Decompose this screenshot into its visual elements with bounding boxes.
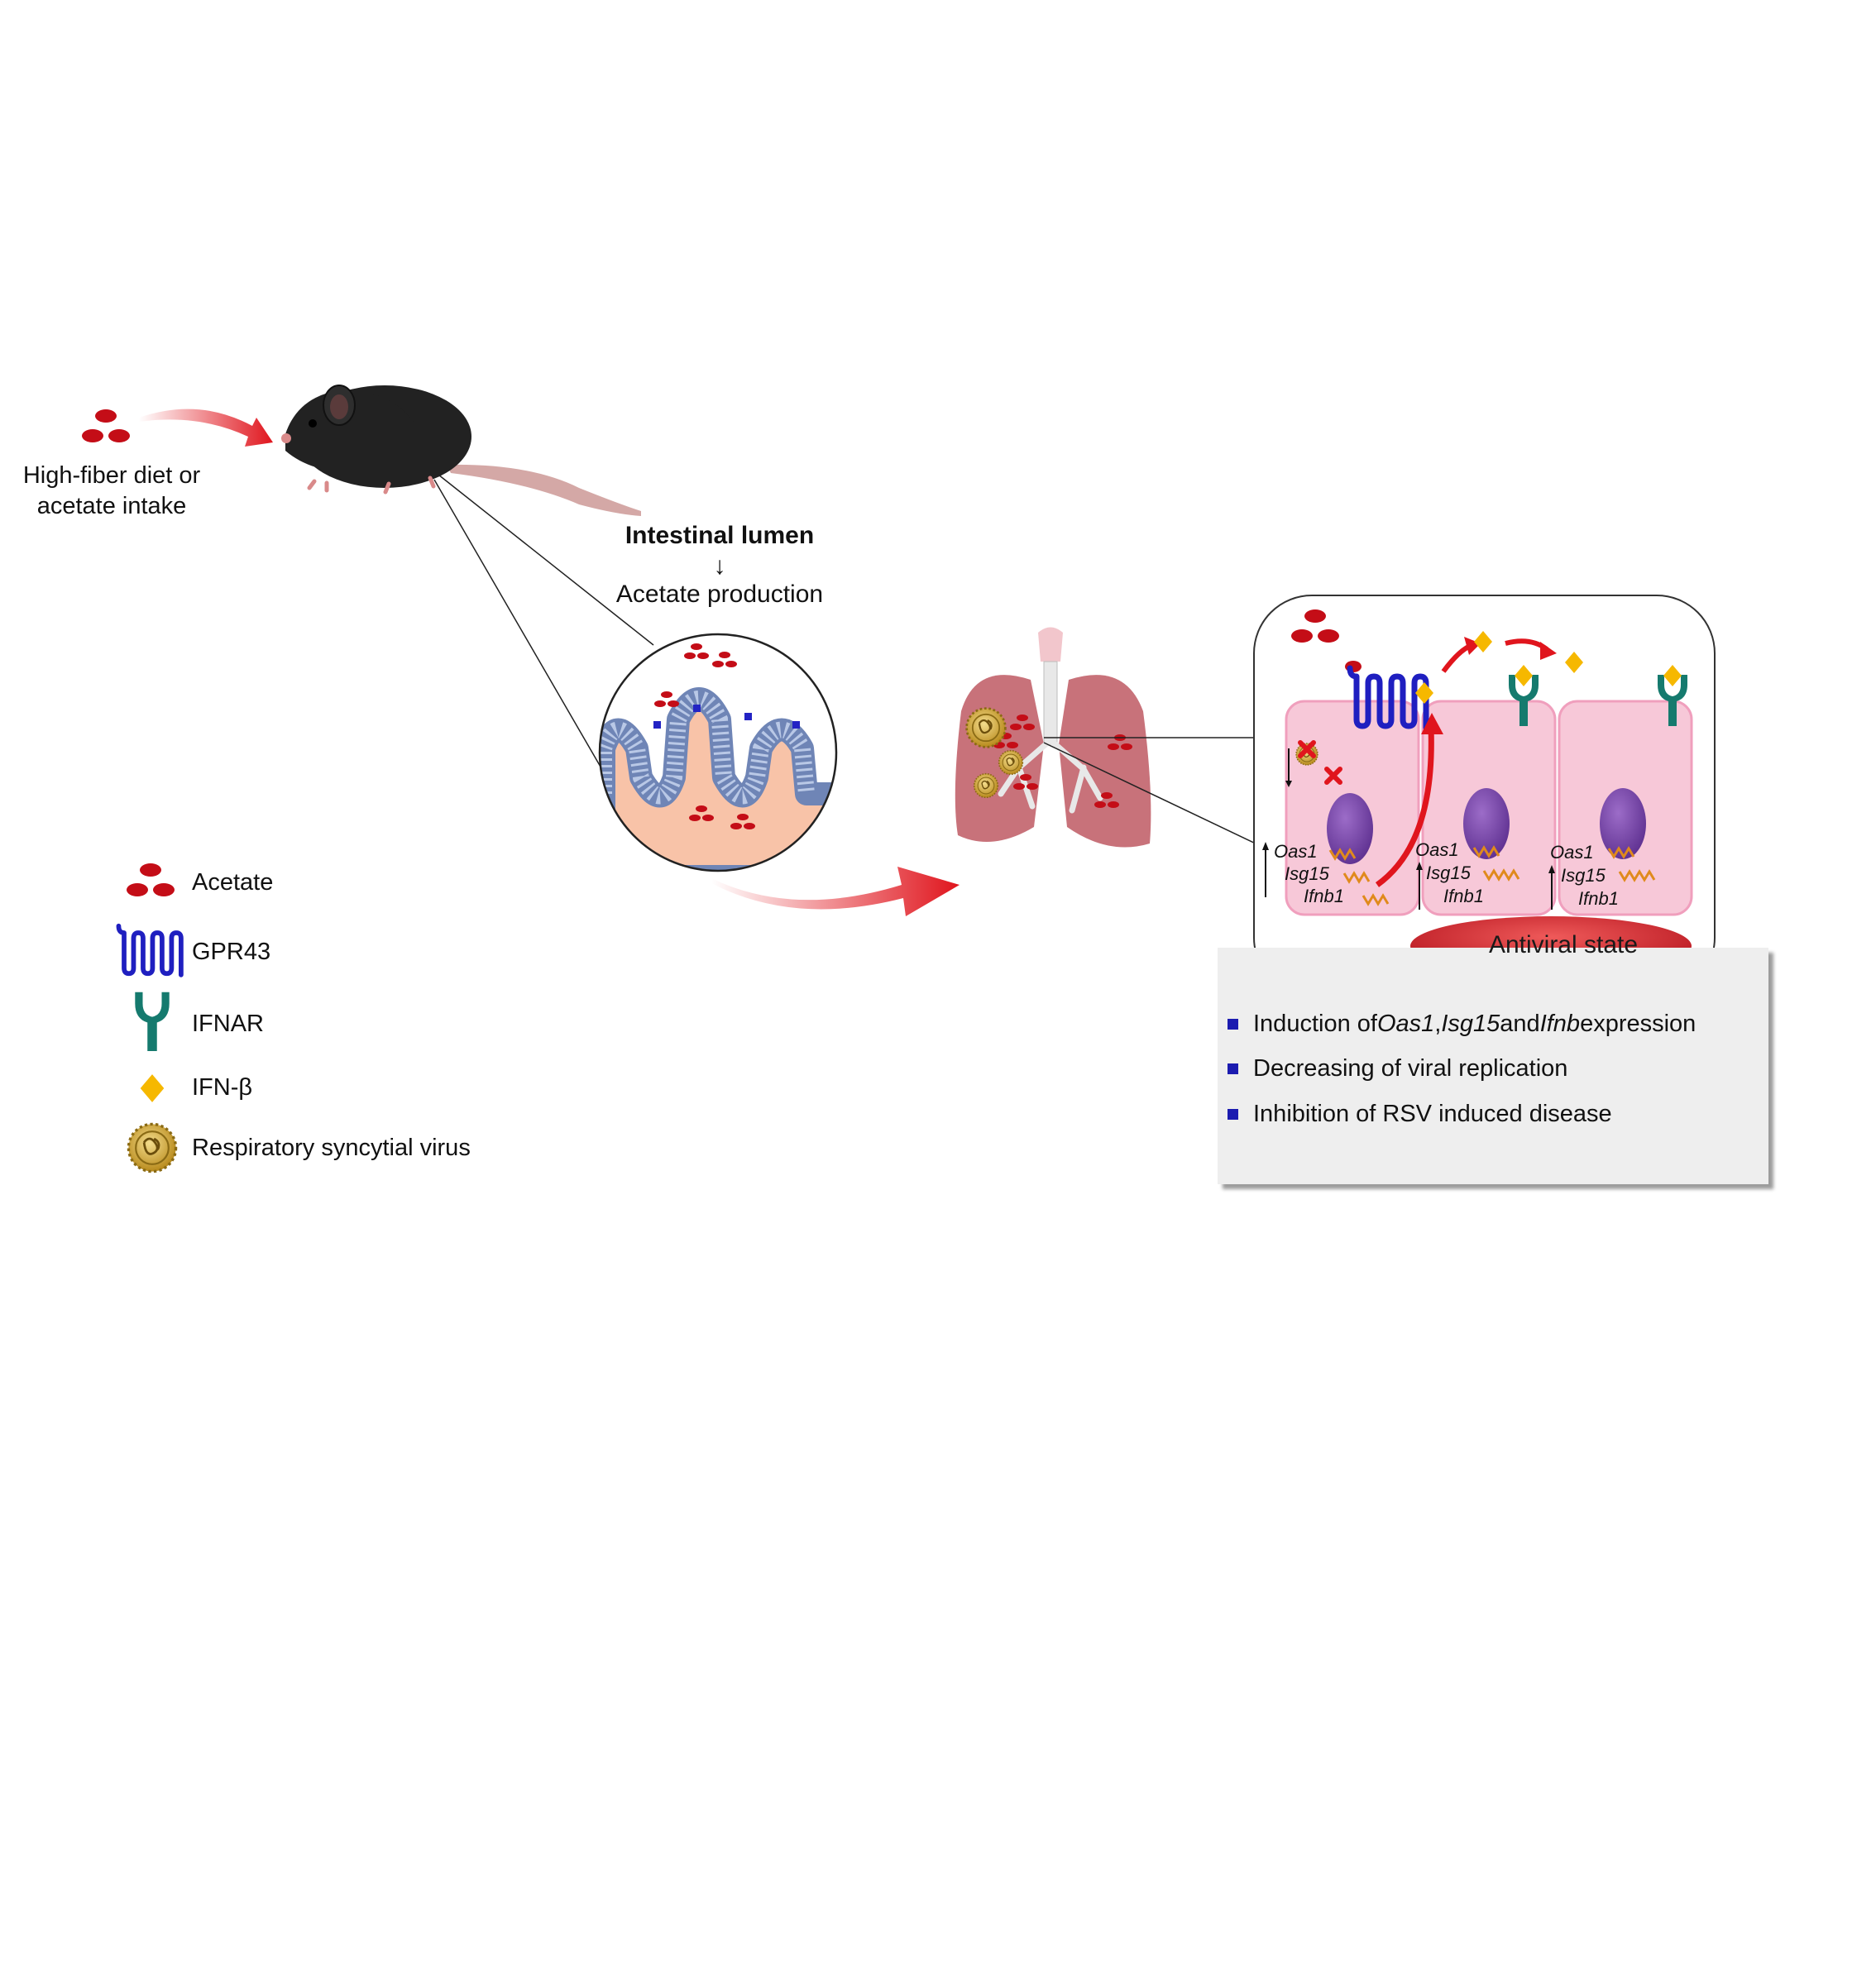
effect1-gene-ifnb: Ifnb <box>1539 1011 1581 1037</box>
zoom-line-gut-right <box>438 474 654 646</box>
legend-label-rsv: Respiratory syncytial virus <box>192 1135 471 1161</box>
cell1-gene-ifnb1: Ifnb1 <box>1304 886 1344 906</box>
diet-label-line-1: High-fiber diet or <box>22 462 201 489</box>
rsv-virus-icon <box>127 1122 178 1173</box>
antiviral-state-label: Antiviral state <box>1488 931 1639 958</box>
effect1-separator: , <box>1434 1011 1442 1037</box>
effect-item-disease: Inhibition of RSV induced disease <box>1228 1101 1612 1128</box>
effect2-text: Decreasing of viral replication <box>1253 1055 1568 1082</box>
diet-label-line-2: acetate intake <box>36 493 187 519</box>
effect3-text: Inhibition of RSV induced disease <box>1253 1101 1612 1127</box>
bullet-icon <box>1228 1063 1238 1074</box>
cell2-gene-isg15: Isg15 <box>1426 863 1471 883</box>
ifnar-receptor-icon <box>135 992 170 1051</box>
acetate-icon <box>127 863 175 896</box>
bullet-icon <box>1228 1019 1238 1030</box>
legend-label-ifn-beta: IFN-β <box>192 1074 253 1101</box>
diet-source-label: High-fiber diet or acetate intake <box>0 461 223 522</box>
zoom-line-gut-left <box>433 479 617 795</box>
legend-label-ifnar: IFNAR <box>192 1011 264 1037</box>
cell2-gene-ifnb1: Ifnb1 <box>1443 886 1484 906</box>
arrow-diet-to-mouse <box>139 409 273 447</box>
lungs-illustration <box>955 627 1151 848</box>
gpr43-receptor-icon <box>118 926 180 975</box>
gut-subtitle: Acetate production <box>615 581 824 608</box>
intestine-zoom <box>598 633 838 872</box>
source-acetate-icon <box>82 409 130 442</box>
ifn-beta-icon <box>140 1074 165 1102</box>
effect-item-induction: Induction of Oas1, Isg15 and Ifnb expres… <box>1228 1011 1696 1038</box>
bullet-icon <box>1228 1109 1238 1120</box>
arrow-gut-to-lungs <box>711 867 960 916</box>
legend-icons <box>118 863 180 1173</box>
cell1-gene-isg15: Isg15 <box>1285 863 1329 884</box>
mouse-illustration <box>281 385 641 516</box>
cell1-gene-oas1: Oas1 <box>1274 841 1318 862</box>
gut-title: Intestinal lumen <box>625 522 815 549</box>
legend-label-acetate: Acetate <box>192 869 274 896</box>
effect1-gene-oas1: Oas1 <box>1376 1011 1435 1037</box>
gut-down-arrow: ↓ <box>713 552 726 580</box>
effects-summary-box: Induction of Oas1, Isg15 and Ifnb expres… <box>1218 948 1768 1184</box>
effect-item-replication: Decreasing of viral replication <box>1228 1055 1567 1082</box>
effect1-prefix: Induction of <box>1253 1011 1377 1037</box>
effect1-suffix: expression <box>1580 1011 1697 1037</box>
effect1-and: and <box>1500 1011 1540 1037</box>
cell3-gene-ifnb1: Ifnb1 <box>1578 888 1619 909</box>
cell2-gene-oas1: Oas1 <box>1415 839 1459 860</box>
zoom-line-lung-bottom <box>1043 742 1260 846</box>
legend-label-gpr43: GPR43 <box>192 939 271 965</box>
cell3-gene-isg15: Isg15 <box>1561 865 1606 886</box>
cell3-gene-oas1: Oas1 <box>1550 842 1594 863</box>
effect1-gene-isg15: Isg15 <box>1441 1011 1500 1037</box>
